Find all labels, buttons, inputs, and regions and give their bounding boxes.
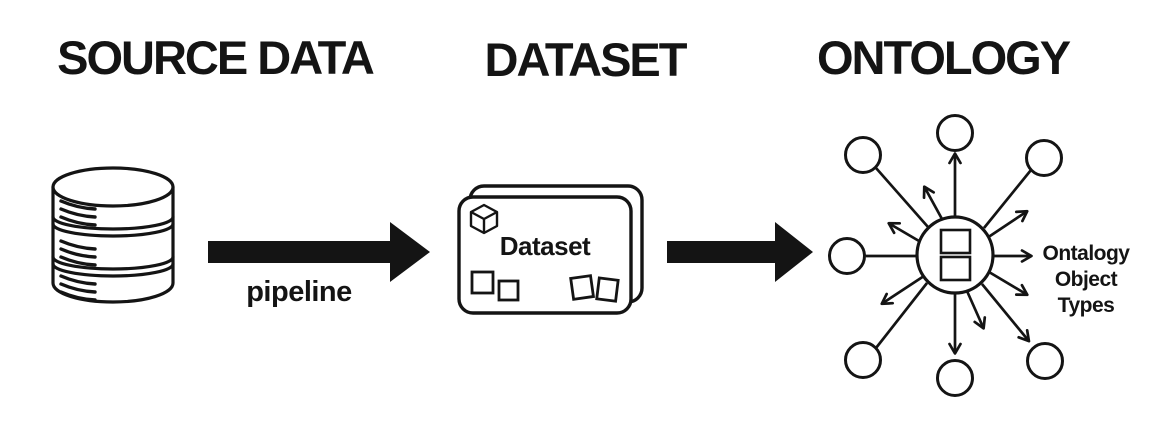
data-chip-icons	[470, 270, 620, 303]
dataset-card-front	[457, 195, 633, 315]
spoke-line	[874, 282, 929, 349]
dataset-card-label: Dataset	[499, 231, 591, 261]
node-circle	[936, 114, 974, 152]
table-icon	[939, 228, 972, 282]
header-dataset: DATASET	[484, 33, 688, 86]
flow-arrow-icon	[667, 222, 813, 282]
spoke-arrow	[922, 185, 944, 220]
dataset-card-icon	[457, 184, 644, 315]
spoke-arrow	[887, 221, 920, 243]
header-ontology: ONTOLOGY	[816, 31, 1071, 84]
spoke-arrow	[880, 274, 925, 306]
spoke-line	[874, 167, 930, 228]
flow-arrow-icon	[208, 222, 430, 282]
node-circle	[1026, 342, 1064, 380]
spoke-line	[982, 169, 1033, 229]
node-circle	[844, 341, 882, 379]
node-circle	[844, 136, 882, 174]
ontology-object-types-label: Ontalogy Object Types	[1042, 242, 1130, 317]
node-circle	[936, 359, 974, 397]
spoke-arrow	[965, 290, 987, 330]
node-circle	[1025, 139, 1063, 177]
database-cylinder-icon	[51, 166, 175, 304]
ontology-hub-icon	[828, 114, 1064, 397]
cube-icon	[469, 203, 499, 235]
hub-circle	[915, 215, 995, 295]
spoke-arrow	[980, 283, 1031, 343]
pipeline-label: pipeline	[246, 276, 352, 308]
header-source-data: SOURCE DATA	[57, 31, 375, 84]
node-circle	[828, 237, 866, 275]
database-tick-marks	[59, 199, 97, 302]
node-circle-icon	[828, 114, 1064, 397]
spoke-arrow	[986, 209, 1029, 240]
spoke-arrow	[988, 270, 1029, 297]
